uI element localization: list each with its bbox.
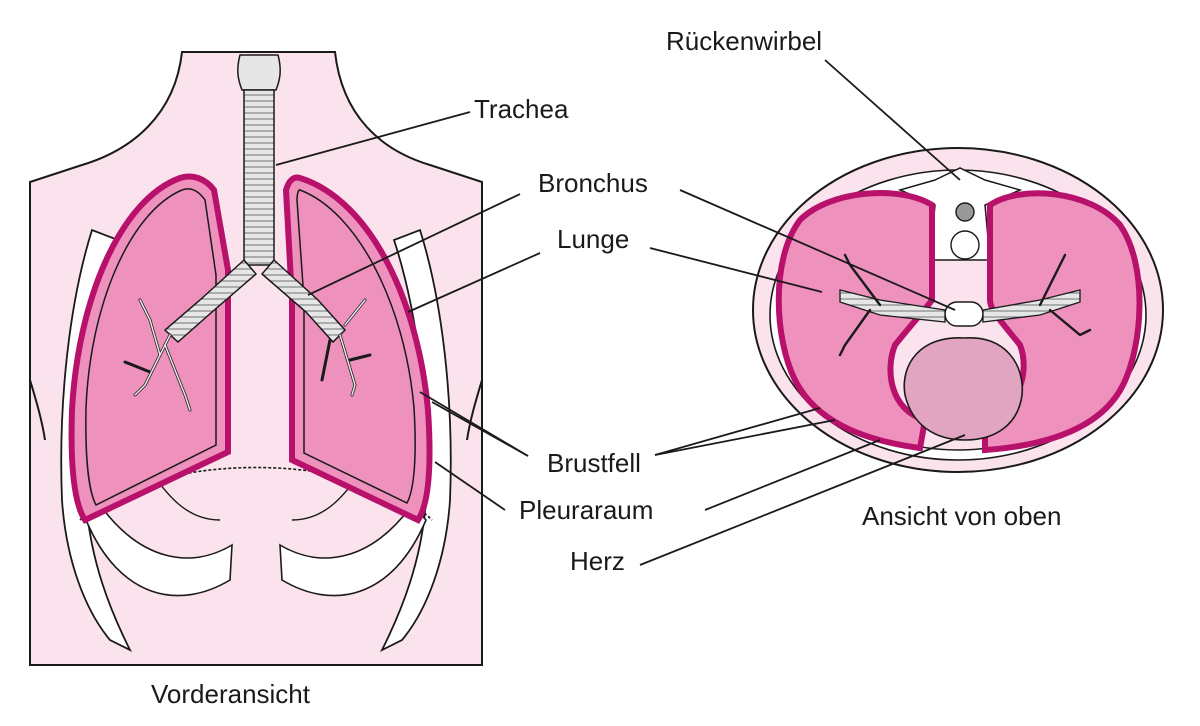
lower-ribs-left xyxy=(85,503,233,597)
lung-left xyxy=(85,188,217,506)
trachea-tube xyxy=(243,89,275,266)
bronchus-left xyxy=(163,258,258,344)
bronchus-right xyxy=(260,258,347,344)
label-pleuraraum: Pleuraraum xyxy=(519,495,654,525)
bronchus-right-top xyxy=(982,289,1081,323)
lower-ribs-right xyxy=(279,503,427,597)
larynx xyxy=(237,54,281,91)
bronchus-left-top xyxy=(839,289,946,323)
label-bronchus: Bronchus xyxy=(538,168,648,198)
pleura-left-top xyxy=(775,190,935,452)
caption-front-view: Vorderansicht xyxy=(151,679,310,709)
lung-right xyxy=(296,189,416,504)
label-trachea: Trachea xyxy=(474,94,569,124)
label-herz: Herz xyxy=(570,546,625,576)
caption-top-view: Ansicht von oben xyxy=(862,501,1062,531)
front-view xyxy=(29,51,483,666)
top-view xyxy=(752,147,1164,473)
label-lunge: Lunge xyxy=(557,224,630,254)
label-brustfell: Brustfell xyxy=(547,448,641,478)
trachea-section xyxy=(944,301,984,327)
leader-lines xyxy=(275,59,966,566)
heart xyxy=(903,337,1024,441)
label-rueckenwirbel: Rückenwirbel xyxy=(666,26,823,56)
